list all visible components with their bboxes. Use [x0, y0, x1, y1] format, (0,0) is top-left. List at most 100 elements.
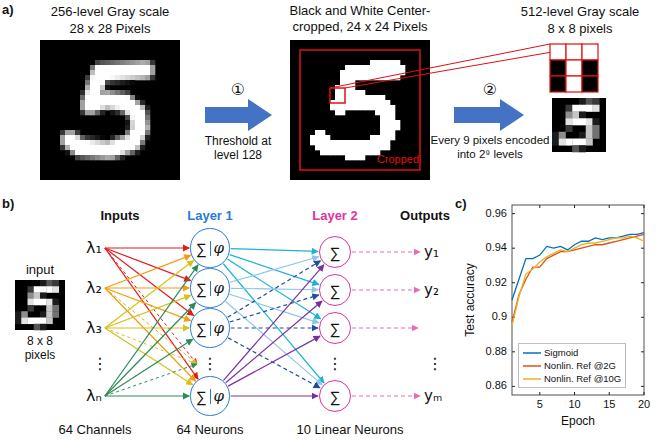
column-caption: 64 Neurons: [176, 422, 243, 438]
output-name: y₂: [424, 281, 439, 299]
pixel: [130, 135, 135, 140]
pixel: [140, 105, 145, 110]
pixel: [95, 155, 100, 160]
pixel: [360, 95, 365, 100]
pixel: [90, 65, 95, 70]
pixel: [572, 139, 579, 146]
pixel: [60, 140, 65, 145]
ellipsis: ⋮: [427, 354, 443, 373]
pixel: [125, 135, 130, 140]
pixel: [110, 60, 115, 65]
pixel: [579, 139, 586, 146]
pixel: [365, 140, 370, 145]
pixel: [395, 125, 400, 130]
line-chart: [512, 205, 644, 395]
pixel: [100, 145, 105, 150]
pixel: [95, 135, 100, 140]
tick-label: 0.88: [486, 345, 507, 358]
weight-connector: [227, 259, 320, 319]
pixel: [65, 130, 70, 135]
column-caption: 10 Linear Neurons: [297, 422, 404, 438]
pixel: [140, 145, 145, 150]
pixel: [390, 135, 395, 140]
pixel: [370, 60, 375, 65]
pixel: [365, 145, 370, 150]
pixel: [80, 100, 85, 105]
pixel: [90, 155, 95, 160]
pixel: [115, 105, 120, 110]
pixel: [85, 90, 90, 95]
pixel: [380, 145, 385, 150]
pixel: [390, 110, 395, 115]
pixel: [385, 135, 390, 140]
pixel: [566, 112, 573, 119]
pixel: [125, 65, 130, 70]
pixel: [145, 110, 150, 115]
output-arrow: [352, 395, 420, 396]
weight-connector: [226, 301, 322, 383]
pixel: [100, 90, 105, 95]
neuron-symbol: φ: [210, 321, 225, 336]
pixel: [110, 95, 115, 100]
pixel: [365, 150, 370, 155]
tick: [574, 392, 575, 395]
pixel: [572, 118, 579, 125]
neuron-circle: ∑φ: [190, 376, 229, 415]
pixel: [355, 75, 360, 80]
pixel: [100, 135, 105, 140]
pixel: [70, 135, 75, 140]
pixel: [80, 150, 85, 155]
pixel: [75, 155, 80, 160]
neuron-symbol: ∑: [330, 389, 341, 404]
pixel: [375, 135, 380, 140]
pixel: [15, 318, 22, 325]
pixel: [360, 100, 365, 105]
pixel: [320, 150, 325, 155]
pixel: [40, 318, 47, 325]
pixel: [325, 145, 330, 150]
neuron-symbol: ∑: [196, 281, 207, 296]
legend-text: Nonlin. Ref @10G: [544, 373, 621, 384]
pixel: [345, 150, 350, 155]
pixel: [135, 105, 140, 110]
pixel: [365, 70, 370, 75]
tick: [609, 205, 610, 208]
pixel: [365, 100, 370, 105]
pixel: [350, 95, 355, 100]
pixel: [320, 130, 325, 135]
pixel: [375, 60, 380, 65]
input-line: [105, 288, 197, 364]
pixel: [385, 140, 390, 145]
pixel: [355, 100, 360, 105]
pixel: [320, 135, 325, 140]
pixel: [335, 145, 340, 150]
pixel: [53, 305, 60, 312]
neuron-symbol: ∑: [196, 321, 207, 336]
pixel: [370, 65, 375, 70]
image-ground: [15, 280, 65, 330]
pixel: [110, 110, 115, 115]
pixel: [310, 135, 315, 140]
tick: [641, 317, 644, 318]
pixel: [355, 70, 360, 75]
pixel: [95, 100, 100, 105]
pixel: [130, 105, 135, 110]
pixel: [375, 105, 380, 110]
pixel: [80, 95, 85, 100]
neuron-circle: ∑φ: [190, 228, 229, 267]
pixel: [140, 120, 145, 125]
pixel: [120, 80, 125, 85]
pixel: [566, 105, 573, 112]
pixel: [90, 70, 95, 75]
tick: [609, 392, 610, 395]
tick: [641, 282, 644, 283]
tick: [512, 386, 515, 387]
input-line: [105, 327, 190, 328]
input-name: λ₃: [86, 318, 102, 337]
pixel: [135, 150, 140, 155]
pixel: [330, 150, 335, 155]
weight-connector: [223, 264, 324, 383]
pixel: [75, 140, 80, 145]
pixel: [135, 120, 140, 125]
ellipsis: ⋮: [202, 354, 218, 373]
